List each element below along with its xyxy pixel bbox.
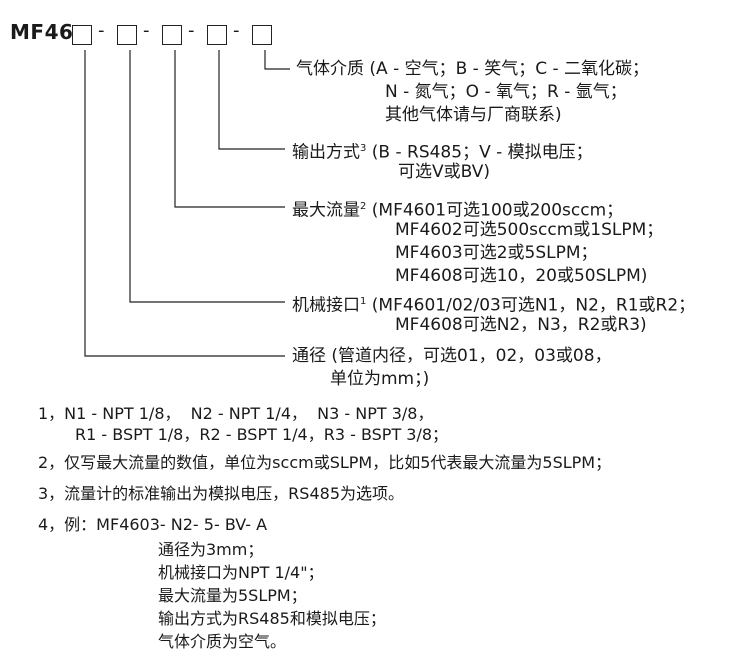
flow-label-line-4: MF4608可选10，20或50SLPM) bbox=[395, 266, 648, 286]
output-footnote-ref: 3 bbox=[360, 143, 367, 154]
code-box-output bbox=[207, 25, 227, 45]
code-box-gas bbox=[252, 25, 272, 45]
dash-1: - bbox=[98, 20, 105, 41]
flow-label-line-3: MF4603可选2或5SLPM； bbox=[395, 243, 598, 263]
gas-label-line-2: N - 氮气；O - 氧气；R - 氩气； bbox=[385, 82, 627, 102]
mech-label-line-2: MF4608可选N2，N3，R2或R3) bbox=[395, 315, 647, 335]
model-prefix: MF46 bbox=[10, 20, 74, 44]
example-line-3: 最大流量为5SLPM； bbox=[158, 586, 307, 605]
output-label-line-2: 可选V或BV) bbox=[398, 162, 491, 182]
gas-label-line-1: 气体介质 (A - 空气；B - 笑气；C - 二氧化碳； bbox=[296, 59, 650, 79]
note-1-line-2: R1 - BSPT 1/8，R2 - BSPT 1/4，R3 - BSPT 3/… bbox=[75, 425, 449, 444]
mech-label-title: 机械接口1 (MF4601/02/03可选N1，N2，R1或R2； bbox=[292, 295, 696, 316]
flow-footnote-ref: 2 bbox=[360, 201, 367, 212]
note-3: 3，流量计的标准输出为模拟电压，RS485为选项。 bbox=[38, 484, 404, 503]
code-box-mech bbox=[117, 25, 137, 45]
flow-label-title: 最大流量2 (MF4601可选100或200sccm； bbox=[292, 200, 624, 221]
connector-gas bbox=[264, 50, 290, 70]
connector-flow bbox=[174, 50, 285, 208]
code-box-bore bbox=[72, 25, 92, 45]
dash-3: - bbox=[188, 20, 195, 41]
connector-output bbox=[218, 50, 285, 150]
dash-2: - bbox=[143, 20, 150, 41]
bore-label-line-1: 通径 (管道内径，可选01，02，03或08， bbox=[292, 346, 612, 366]
example-line-4: 输出方式为RS485和模拟电压； bbox=[158, 609, 386, 628]
example-line-5: 气体介质为空气。 bbox=[158, 632, 287, 651]
output-label-title: 输出方式3 (B - RS485；V - 模拟电压； bbox=[292, 142, 593, 163]
flow-label-line-2: MF4602可选500sccm或1SLPM； bbox=[395, 220, 664, 240]
dash-4: - bbox=[233, 20, 240, 41]
gas-label-line-3: 其他气体请与厂商联系) bbox=[385, 105, 562, 125]
note-1-line-1: 1，N1 - NPT 1/8， N2 - NPT 1/4， N3 - NPT 3… bbox=[38, 404, 434, 423]
code-box-flow bbox=[162, 25, 182, 45]
note-2: 2，仅写最大流量的数值，单位为sccm或SLPM，比如5代表最大流量为5SLPM… bbox=[38, 453, 612, 472]
example-line-2: 机械接口为NPT 1/4"； bbox=[158, 563, 324, 582]
note-4: 4，例：MF4603- N2- 5- BV- A bbox=[38, 515, 268, 534]
bore-label-line-2: 单位为mm；) bbox=[330, 369, 430, 389]
mech-footnote-ref: 1 bbox=[360, 296, 367, 307]
connector-bore bbox=[84, 50, 285, 357]
example-line-1: 通径为3mm； bbox=[158, 540, 264, 559]
connector-mech bbox=[129, 50, 285, 303]
